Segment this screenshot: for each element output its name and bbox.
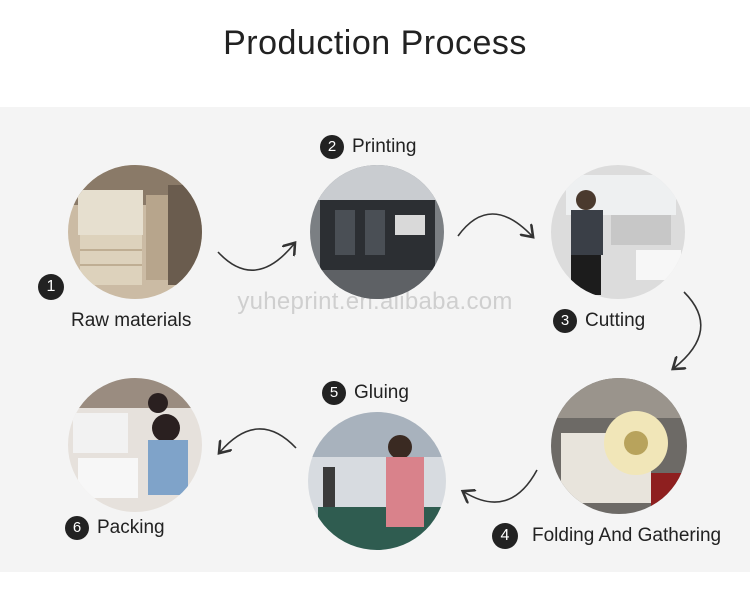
printing-photo [310,165,444,299]
step-3-label: Cutting [585,310,646,331]
step-2-number: 2 [320,135,344,159]
gluing-photo [308,412,446,550]
step-2-label: Printing [352,136,417,157]
raw-materials-photo [68,165,202,299]
step-5-label: Gluing [354,382,409,403]
step-5-heading: 5 Gluing [322,381,409,405]
step-1-number: 1 [38,274,64,300]
step-6-heading: 6 Packing [65,516,165,540]
folding-gathering-photo [551,378,687,514]
step-1-label: Raw materials [71,310,192,331]
step-4-heading: 4 Folding And Gathering [492,523,721,549]
step-3-heading: 3 Cutting [553,309,645,333]
step-5-number: 5 [322,381,346,405]
step-4-label: Folding And Gathering [532,525,722,546]
packing-photo [68,378,202,512]
step-6-number: 6 [65,516,89,540]
step-6-label: Packing [97,517,165,538]
step-1-badge: 1 [38,274,72,300]
step-4-number: 4 [492,523,518,549]
step-3-number: 3 [553,309,577,333]
page-title: Production Process [223,24,527,62]
cutting-photo [551,165,685,299]
step-2-heading: 2 Printing [320,135,416,159]
